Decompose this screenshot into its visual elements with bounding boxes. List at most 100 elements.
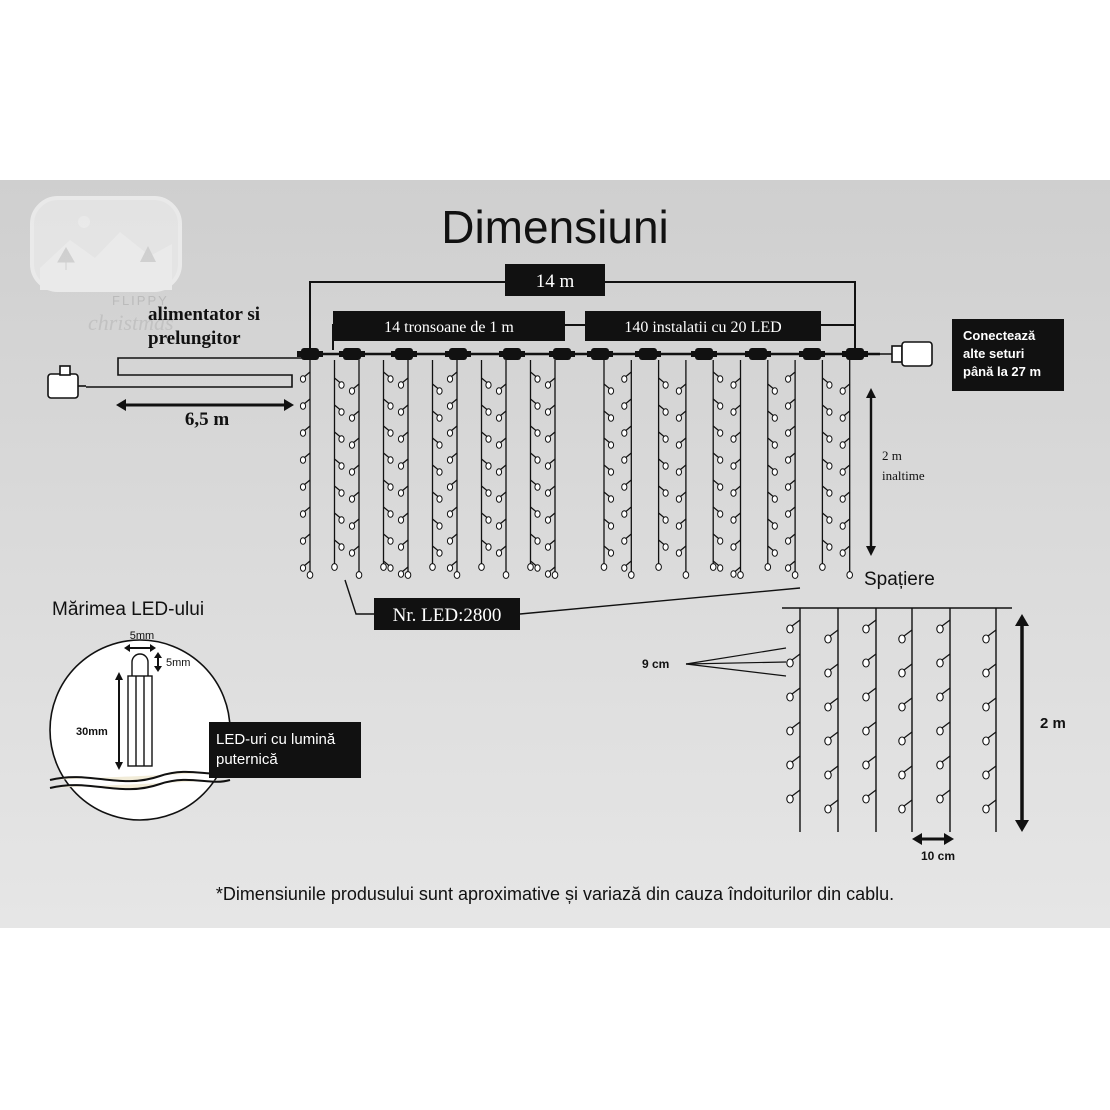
led-bulb xyxy=(730,381,737,389)
led-bulb xyxy=(786,692,794,702)
led-bulb xyxy=(898,736,906,746)
led-bulb xyxy=(446,483,454,491)
led-bulb xyxy=(348,387,356,395)
led-bulb xyxy=(534,483,541,491)
led-bulb xyxy=(495,522,503,530)
led-bulb xyxy=(621,564,628,572)
led-bulb xyxy=(826,408,833,416)
height-value: 2 m xyxy=(882,448,902,463)
led-bulb xyxy=(824,770,832,780)
led-bulb xyxy=(936,692,944,702)
led-bulb xyxy=(675,549,683,557)
cable-connector xyxy=(499,348,525,360)
led-bulb xyxy=(446,375,454,383)
led-bulb xyxy=(771,441,778,449)
segments-label: 14 tronsoane de 1 m xyxy=(384,319,514,336)
led-bulb xyxy=(862,760,870,770)
led-bulb xyxy=(982,736,990,746)
led-bulb xyxy=(898,668,906,678)
led-bulb xyxy=(675,414,683,422)
led-bulb xyxy=(824,736,832,746)
led-bulb xyxy=(786,760,794,770)
brand-logo-top: FLIPPY xyxy=(112,293,169,308)
led-bulb xyxy=(446,537,454,545)
led-bulb xyxy=(826,516,833,524)
led-bulb xyxy=(717,510,724,518)
led-bulb xyxy=(771,522,778,530)
led-bulb xyxy=(826,489,833,497)
led-bulb xyxy=(839,522,846,530)
led-bulb xyxy=(936,760,944,770)
curtain-strand xyxy=(730,360,744,579)
led-bulb xyxy=(299,375,307,383)
led-bulb xyxy=(898,804,906,814)
led-bulb xyxy=(662,543,669,551)
led-cap-label: 5mm xyxy=(166,657,190,669)
led-bulb xyxy=(628,571,635,579)
footnote: *Dimensiunile produsului sunt aproximati… xyxy=(216,884,894,904)
led-bulb xyxy=(495,441,503,449)
led-bulb xyxy=(621,402,628,410)
cable-connector xyxy=(297,348,323,360)
led-bulb xyxy=(621,456,628,464)
led-bulb xyxy=(485,462,492,470)
led-bulb xyxy=(662,516,669,524)
installations-label-box xyxy=(585,311,821,341)
led-bulb xyxy=(839,387,846,395)
end-plug-icon xyxy=(868,341,933,367)
curtain-strand xyxy=(785,360,799,579)
led-bulb xyxy=(826,462,833,470)
connect-label-line3: până la 27 m xyxy=(963,364,1041,379)
led-bulb xyxy=(675,495,683,503)
led-bulb xyxy=(544,489,552,497)
led-width-label: 5mm xyxy=(130,630,154,642)
led-bulb xyxy=(936,624,944,634)
led-bulb xyxy=(607,522,615,530)
led-bulb xyxy=(495,468,503,476)
cable-connector xyxy=(339,348,365,360)
led-bulb xyxy=(771,549,778,557)
curtain-strand xyxy=(819,360,833,571)
led-bulb xyxy=(621,483,628,491)
led-note-box xyxy=(209,722,361,778)
led-bulb xyxy=(544,435,552,443)
led-bulb xyxy=(824,804,832,814)
extension-cable xyxy=(86,357,310,388)
led-bulb xyxy=(839,441,846,449)
led-bulb xyxy=(387,456,394,464)
led-bulb xyxy=(387,402,394,410)
led-bulb xyxy=(299,456,307,464)
led-bulb xyxy=(785,537,792,545)
curtain-strand xyxy=(348,360,363,579)
led-bulb xyxy=(436,495,443,503)
led-bulb xyxy=(544,381,552,389)
led-bulb xyxy=(534,456,541,464)
led-bulb xyxy=(397,408,405,416)
led-bulb xyxy=(397,435,405,443)
led-bulb xyxy=(607,549,615,557)
led-bulb xyxy=(348,441,356,449)
led-bulb xyxy=(771,387,778,395)
led-bulb xyxy=(600,563,608,571)
led-bulb xyxy=(534,564,541,572)
led-bulb xyxy=(299,429,307,437)
led-bulb xyxy=(299,537,307,545)
led-bulb xyxy=(338,435,345,443)
led-bulb xyxy=(387,429,394,437)
led-bulb xyxy=(717,456,724,464)
led-bulb xyxy=(819,563,826,571)
led-bulb xyxy=(839,468,846,476)
cable-connector xyxy=(549,348,575,360)
led-bulb xyxy=(348,522,356,530)
led-bulb xyxy=(495,549,503,557)
connect-label-box xyxy=(952,319,1064,391)
led-bulb xyxy=(786,624,794,634)
led-bulb xyxy=(662,435,669,443)
led-bulb xyxy=(348,468,356,476)
led-bulb xyxy=(839,414,846,422)
led-bulb xyxy=(675,441,683,449)
led-bulb xyxy=(446,429,454,437)
led-bulb xyxy=(485,516,492,524)
curtain-strand xyxy=(675,360,690,579)
